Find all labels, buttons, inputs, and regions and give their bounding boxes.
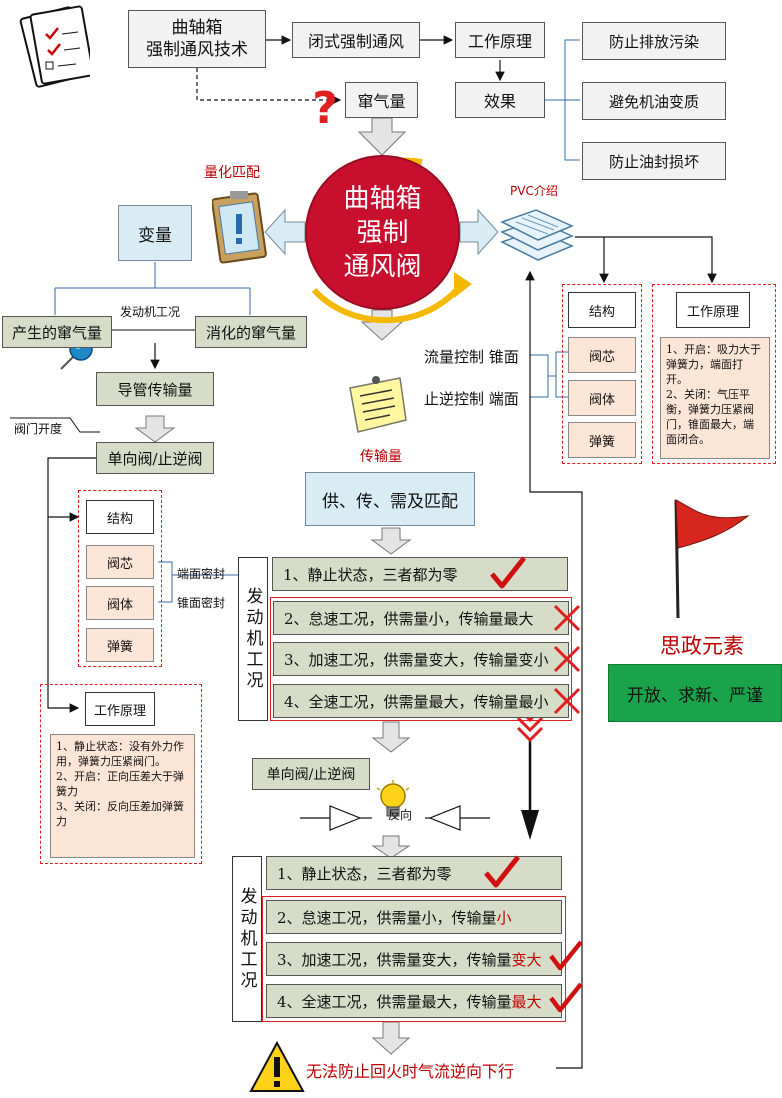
left-spring: 弹簧 [86,628,154,662]
pvc-intro-label: PVC介绍 [510,184,558,198]
valve-opening-label: 阀门开度 [14,422,63,436]
pcv-valve-circle: 曲轴箱 强制 通风阀 [305,155,460,310]
step2-idle-highlight: 小 [496,908,512,927]
variable-box: 变量 [118,205,192,261]
closed-vent-box: 闭式强制通风 [292,22,420,58]
quantify-match-label: 量化匹配 [204,165,260,181]
left-principle-group [40,684,202,864]
step1-fullspeed: 4、全速工况，供需量最大，传输量最小 [273,684,569,718]
pvc-structure-group [562,284,642,464]
effect-box: 效果 [455,82,545,118]
cone-seal-label: 锥面密封 [177,596,226,610]
step2-idle-text: 2、怠速工况，供需量小，传输量 [277,908,497,927]
duct-transfer-box: 导管传输量 [96,372,214,406]
flow-control-label: 流量控制 锥面 [424,348,519,366]
left-principle-text: 1、静止状态：没有外力作用，弹簧力压紧阀门。 2、开启：正向压差大于弹簧力 3、… [50,734,195,858]
end-seal-label: 端面密封 [177,567,226,581]
working-principle-box: 工作原理 [455,22,545,58]
consumed-blowby-box: 消化的窜气量 [195,316,307,348]
effect-item-2: 避免机油变质 [582,82,726,120]
check-mark-icon [549,982,583,1013]
pvc-structure-title: 结构 [568,292,636,328]
step2-fullspeed-highlight: 最大 [511,992,542,1011]
pvc-valve-core: 阀芯 [568,337,636,373]
ideology-title: 思政元素 [660,634,744,658]
engine-condition-label: 发动机工况 [120,305,181,319]
blowby-box: 窜气量 [345,82,418,118]
engine-condition-vertical-1: 发动机工况 [238,557,268,721]
cross-mark-icon [553,687,581,715]
pvc-principle-title: 工作原理 [676,292,750,328]
warning-icon [249,1040,305,1092]
warning-text: 无法防止回火时气流逆向下行 [306,1062,515,1081]
values-box: 开放、求新、严谨 [608,664,782,722]
step2-static: 1、静止状态，三者都为零 [266,856,562,890]
left-valve-core: 阀芯 [86,545,154,579]
check-mark-icon [490,556,526,589]
step1-idle: 2、怠速工况，供需量小，传输量最大 [273,601,569,635]
pvc-spring: 弹簧 [568,422,636,458]
supply-match-box: 供、传、需及匹配 [305,472,475,526]
cross-mark-icon [553,604,581,632]
documents-stack-icon [500,209,574,261]
left-valve-body: 阀体 [86,586,154,620]
pvc-valve-body: 阀体 [568,380,636,416]
check-valve-box: 单向阀/止逆阀 [96,442,214,474]
step1-accel: 3、加速工况，供需量变大，传输量变小 [273,642,569,676]
step2-accel-highlight: 变大 [511,950,542,969]
step2-fullspeed: 4、全速工况，供需量最大，传输量最大 [266,984,562,1018]
check-valve-box-2: 单向阀/止逆阀 [252,758,370,790]
main-topic-box: 曲轴箱 强制通风技术 [128,10,266,68]
clipboard-alert-icon [212,191,267,264]
left-principle-title: 工作原理 [85,692,155,726]
check-mark-icon [549,940,583,971]
engine-condition-vertical-2: 发动机工况 [232,856,262,1022]
reverse-label: 反向 [387,808,412,822]
produced-blowby-box: 产生的窜气量 [2,316,112,348]
effect-item-1: 防止排放污染 [582,22,726,60]
effect-item-3: 防止油封损坏 [582,142,726,180]
left-structure-group [78,490,162,667]
check-mark-icon [484,855,520,888]
step2-idle: 2、怠速工况，供需量小，传输量小 [266,900,562,934]
red-flag-icon [674,499,750,619]
question-mark-icon: ? [312,83,338,134]
lightbulb-icon [376,780,410,817]
sticky-note-icon [349,376,407,433]
steps1-highlight [270,597,572,721]
checklist-icon [19,5,90,88]
step2-accel: 3、加速工况，供需量变大，传输量变大 [266,942,562,976]
step2-accel-text: 3、加速工况，供需量变大，传输量 [277,950,512,969]
cross-mark-icon [553,645,581,673]
pvc-principle-text: 1、开启：吸力大于弹簧力，端面打开。 2、关闭：气压平衡，弹簧力压紧阀门，锥面最… [660,337,770,459]
transfer-label: 传输量 [360,449,402,465]
pvc-principle-group [652,284,776,464]
step2-fullspeed-text: 4、全速工况，供需量最大，传输量 [277,992,512,1011]
left-structure-title: 结构 [86,500,154,534]
check-control-label: 止逆控制 端面 [424,390,519,408]
